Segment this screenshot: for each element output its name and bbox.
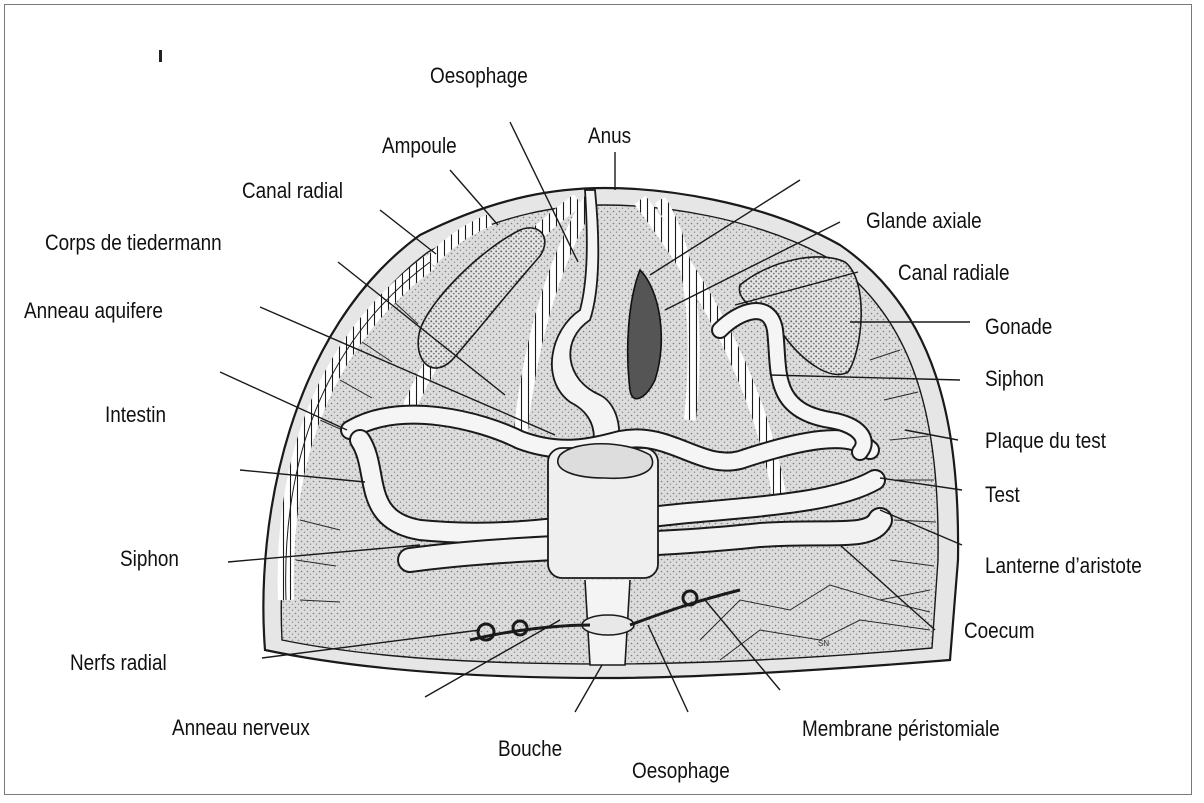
label-oesophage-top: Oesophage — [430, 65, 528, 87]
label-test: Test — [985, 484, 1020, 506]
label-nerfs-radial: Nerfs radial — [70, 652, 167, 674]
label-bouche: Bouche — [498, 738, 562, 760]
label-anus: Anus — [588, 125, 631, 147]
label-siphon-right: Siphon — [985, 368, 1044, 390]
label-membrane-peristomiale: Membrane péristomiale — [802, 718, 1000, 740]
label-gonade: Gonade — [985, 316, 1052, 338]
label-anneau-aquifere: Anneau aquifere — [24, 300, 163, 322]
label-coecum: Coecum — [964, 620, 1034, 642]
label-siphon-left: Siphon — [120, 548, 179, 570]
label-plaque-du-test: Plaque du test — [985, 430, 1106, 452]
label-canal-radial: Canal radial — [242, 180, 343, 202]
label-corps-tiedermann: Corps de tiedermann — [45, 232, 222, 254]
label-canal-radiale: Canal radiale — [898, 262, 1009, 284]
label-glande-axiale: Glande axiale — [866, 210, 982, 232]
label-oesophage-bottom: Oesophage — [632, 760, 730, 782]
label-ampoule: Ampoule — [382, 135, 457, 157]
label-anneau-nerveux: Anneau nerveux — [172, 717, 310, 739]
label-intestin: Intestin — [105, 404, 166, 426]
stray-mark — [159, 50, 162, 62]
artist-initials: SN — [818, 639, 829, 648]
label-lanterne-aristote: Lanterne d’aristote — [985, 555, 1142, 577]
